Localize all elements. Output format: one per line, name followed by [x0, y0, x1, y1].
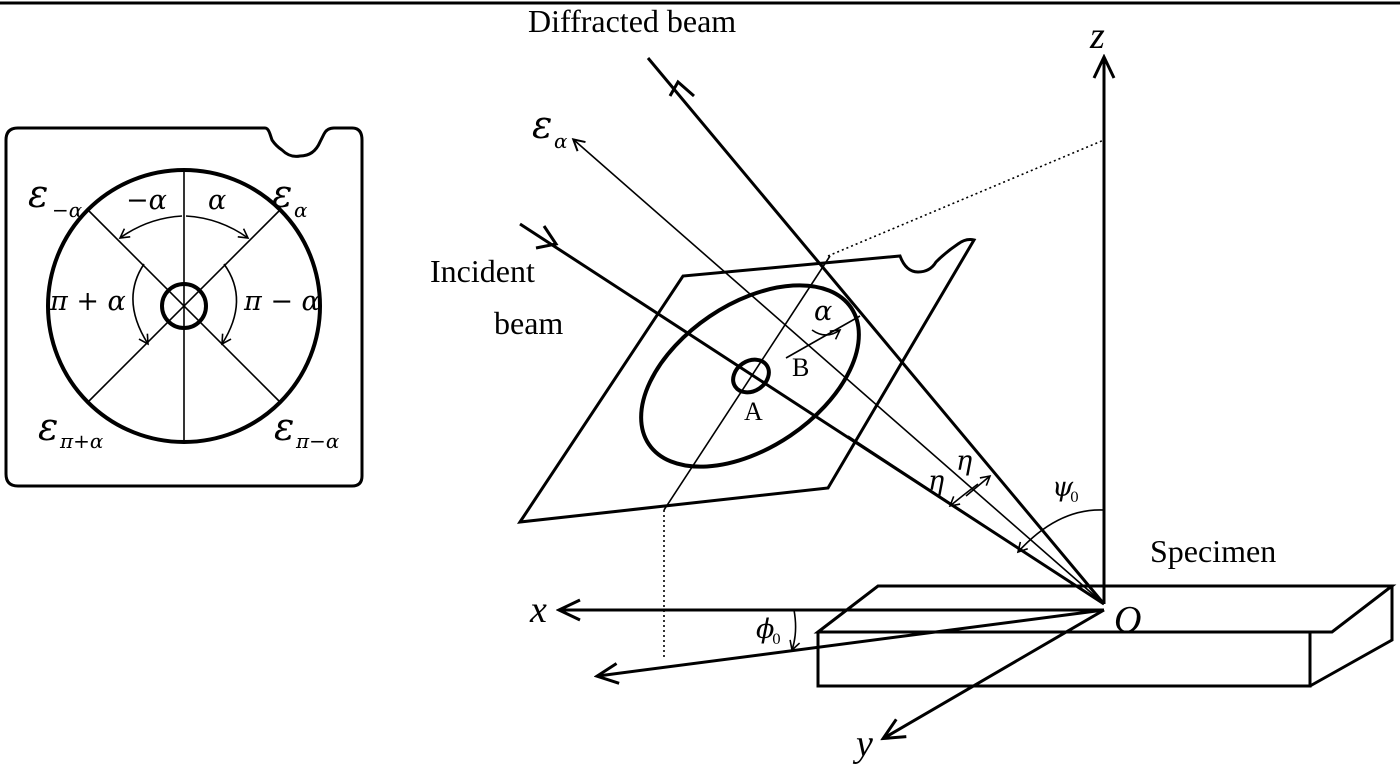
inset-eps-top-right-sub: α	[294, 198, 308, 222]
inset-eps-bottom-right-sub: π−α	[295, 429, 340, 453]
incident-beam-line	[519, 222, 1105, 606]
diffracted-beam-line	[646, 57, 1106, 605]
inset-arc-alpha	[185, 215, 250, 239]
main-geometry: Diffracted beam Incident beam Specimen A…	[430, 3, 1397, 765]
y-axis	[884, 608, 1105, 738]
diffracted-beam-arrowhead	[668, 79, 695, 98]
phi0-arc	[789, 609, 801, 652]
inset-arc-minus-alpha-label: −α	[126, 185, 167, 216]
inset-arc-alpha-label: α	[208, 185, 226, 216]
z-axis-label: z	[1089, 15, 1105, 57]
inset-diag-line-2	[87, 209, 281, 403]
inset-detector-plate: ε −α ε α ε π+α ε π−α −α α π + α π − α	[4, 126, 364, 488]
psi0-label: ψ	[1052, 472, 1074, 503]
origin-label: O	[1114, 599, 1141, 641]
y-axis-label: y	[852, 723, 873, 765]
plate-alpha-line	[785, 315, 861, 359]
eta-upper-label: η	[956, 446, 972, 477]
eta-arc-lower	[948, 483, 979, 508]
inset-eps-top-left: ε	[28, 172, 48, 216]
inset-eps-top-right: ε	[272, 172, 292, 216]
inset-eps-top-left-sub: −α	[52, 198, 83, 222]
incident-beam-label-1: Incident	[430, 253, 535, 289]
projection-axis	[598, 608, 1105, 676]
point-b-label: B	[792, 353, 809, 382]
inset-arc-pi-minus-alpha-label: π − α	[243, 286, 320, 317]
incident-beam-label-2: beam	[494, 305, 563, 341]
eps-alpha-direction	[574, 140, 1105, 605]
x-axis-label: x	[529, 589, 547, 631]
diffracted-beam-label: Diffracted beam	[528, 3, 736, 39]
inset-eps-bottom-left-sub: π+α	[59, 429, 104, 453]
specimen-label: Specimen	[1150, 533, 1276, 569]
inset-arc-minus-alpha	[118, 215, 183, 239]
eta-arc-upper	[965, 474, 992, 497]
alpha-main-label: α	[814, 296, 832, 327]
inset-arc-pi-minus-alpha	[221, 263, 238, 346]
eps-alpha-sub: α	[554, 129, 568, 153]
eps-alpha-label: ε	[532, 103, 552, 147]
specimen-block	[813, 584, 1397, 688]
psi0-arc	[1016, 509, 1105, 554]
main-center-hole	[731, 357, 771, 395]
plate-radial-line	[663, 255, 831, 511]
eta-lower-label: η	[928, 466, 944, 497]
incident-beam-arrowhead	[535, 225, 559, 250]
inset-eps-bottom-left: ε	[38, 405, 58, 449]
main-detector-plate	[516, 238, 977, 524]
phi0-label: ϕ	[756, 614, 774, 645]
inset-eps-bottom-right: ε	[274, 405, 294, 449]
inset-arc-pi-plus-alpha	[132, 263, 149, 346]
point-a-label: A	[744, 397, 763, 426]
psi0-sub: 0	[1070, 490, 1079, 506]
inset-arc-pi-plus-alpha-label: π + α	[49, 286, 126, 317]
inset-plate-outline	[4, 126, 364, 488]
main-debye-ring	[639, 283, 861, 469]
alpha-arc-main	[811, 329, 842, 340]
phi0-sub: 0	[772, 632, 781, 648]
